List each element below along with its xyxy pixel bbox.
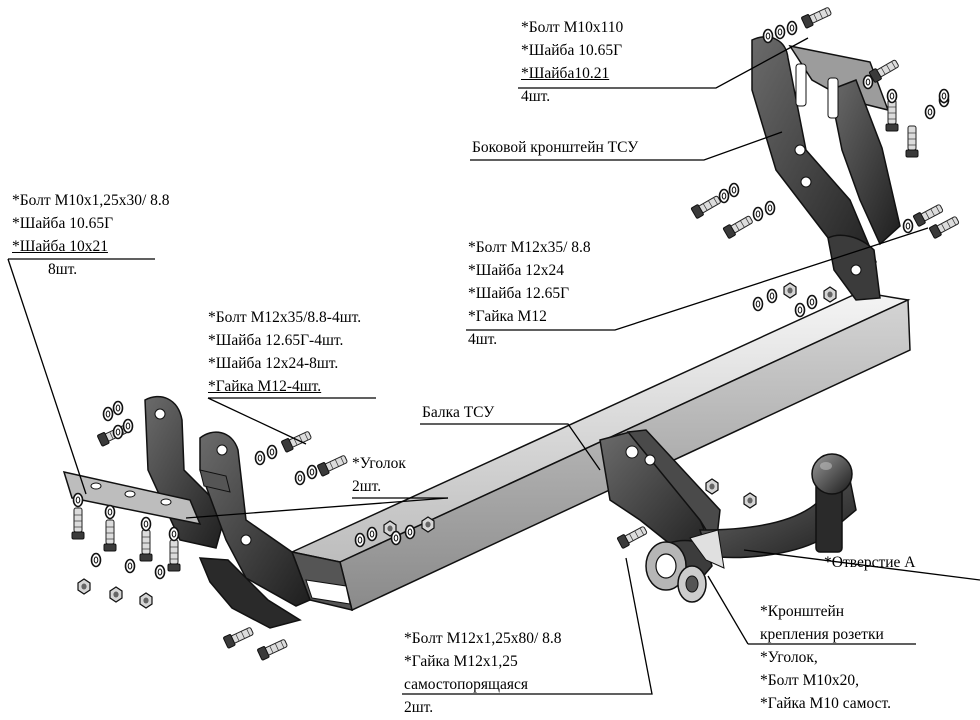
callout-line: *Гайка М12-4шт. <box>208 378 322 395</box>
corner-callout: *Уголок 2шт. <box>352 452 406 498</box>
callout-line: *Уголок, <box>760 649 818 666</box>
hole-label: *Отверстие А <box>824 554 916 571</box>
callout-line: 4шт. <box>468 331 498 348</box>
callout-line: *Болт М12х35/8.8-4шт. <box>208 309 362 326</box>
callout-line: *Шайба 12х24-8шт. <box>208 355 339 372</box>
callout-line: крепления розетки <box>760 626 884 643</box>
callout-line: *Кронштейн <box>760 603 845 620</box>
leader-lines <box>7 37 980 695</box>
callout-line: 2шт. <box>404 699 434 716</box>
callout-line: 2шт. <box>352 478 382 495</box>
callout-line: *Болт М10х1,25х30/ 8.8 <box>12 192 170 209</box>
callout-line: *Болт М10х110 <box>521 19 624 36</box>
side-bolt-callout: *Болт М10х110 *Шайба 10.65Г *Шайба10.21 … <box>521 16 623 108</box>
socket-bracket-callout: *Кронштейн крепления розетки *Уголок, *Б… <box>760 600 891 715</box>
callout-line: *Шайба 10.65Г <box>12 215 114 232</box>
callout-line: 8шт. <box>48 261 78 278</box>
callout-line: самостопорящаяся <box>404 676 528 693</box>
right-side-bracket <box>751 36 901 301</box>
callout-line: *Шайба 12.65Г <box>468 285 570 302</box>
callout-line: *Шайба 10х21 <box>12 238 108 255</box>
socket-bracket <box>645 529 725 603</box>
callout-line: *Гайка М12 <box>468 308 547 325</box>
callout-line: 4шт. <box>521 88 551 105</box>
callout-line: *Гайка М10 самост. <box>760 695 891 712</box>
callout-line: *Шайба10.21 <box>521 65 610 82</box>
callout-line: *Болт М10х20, <box>760 672 859 689</box>
callout-line: *Уголок <box>352 455 406 472</box>
tow-beam <box>289 291 911 612</box>
center-bolt-callout: *Болт М12х35/8.8-4шт. *Шайба 12.65Г-4шт.… <box>208 306 361 398</box>
callout-line: *Шайба 10.65Г <box>521 42 623 59</box>
side-bracket-label: Боковой кронштейн ТСУ <box>472 139 639 156</box>
right-bolt-callout: *Болт М12х35/ 8.8 *Шайба 12х24 *Шайба 12… <box>468 236 591 351</box>
callout-line: *Шайба 12х24 <box>468 262 564 279</box>
beam-label: Балка ТСУ <box>422 404 495 421</box>
tow-ball-hitch <box>599 429 857 561</box>
left-bolt-callout: *Болт М10х1,25х30/ 8.8 *Шайба 10.65Г *Ша… <box>12 189 170 281</box>
bottom-bolt-callout: *Болт М12х1,25х80/ 8.8 *Гайка М12х1,25 с… <box>404 627 562 719</box>
callout-line: *Болт М12х35/ 8.8 <box>468 239 591 256</box>
left-side-bracket <box>62 395 311 629</box>
callout-line: *Болт М12х1,25х80/ 8.8 <box>404 630 562 647</box>
callout-line: *Шайба 12.65Г-4шт. <box>208 332 344 349</box>
callout-line: *Гайка М12х1,25 <box>404 653 518 670</box>
